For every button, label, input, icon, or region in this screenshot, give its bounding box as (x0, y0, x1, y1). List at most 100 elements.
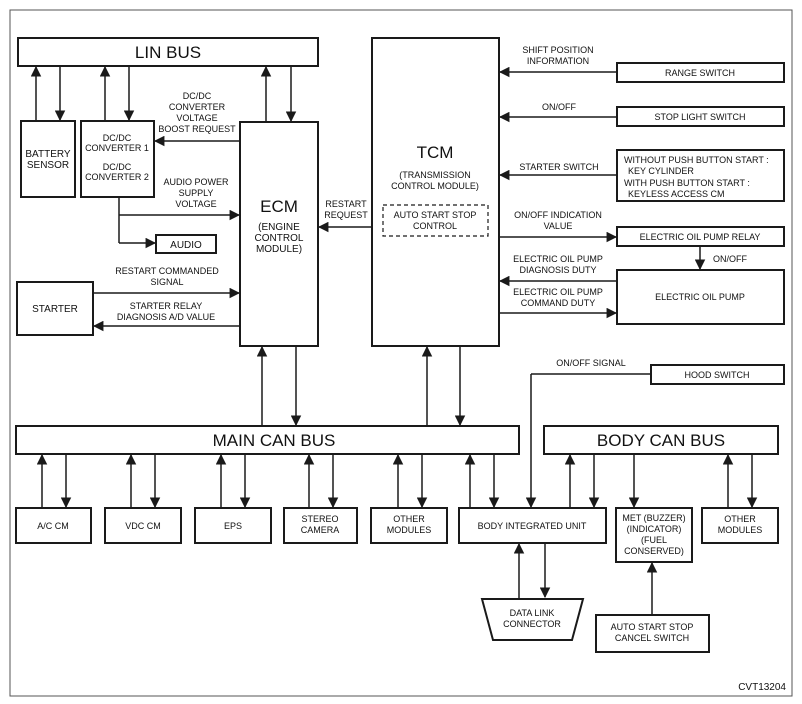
svg-text:BOOST REQUEST: BOOST REQUEST (158, 124, 236, 134)
met-indicator: MET (BUZZER) (INDICATOR) (FUEL CONSERVED… (615, 507, 693, 563)
svg-text:WITH PUSH BUTTON START :: WITH PUSH BUTTON START : (624, 178, 750, 188)
svg-text:CONSERVED): CONSERVED) (624, 546, 684, 556)
svg-text:TCM: TCM (417, 143, 454, 162)
svg-text:CAMERA: CAMERA (301, 525, 340, 535)
svg-text:AUDIO: AUDIO (170, 240, 202, 251)
svg-text:VOLTAGE: VOLTAGE (176, 113, 217, 123)
svg-text:VALUE: VALUE (544, 221, 573, 231)
svg-text:SIGNAL: SIGNAL (150, 277, 183, 287)
svg-text:MAIN CAN BUS: MAIN CAN BUS (213, 431, 336, 450)
svg-text:(ENGINE: (ENGINE (258, 222, 300, 233)
svg-text:EPS: EPS (224, 521, 242, 531)
svg-text:(INDICATOR): (INDICATOR) (627, 524, 682, 534)
body-can-bus: BODY CAN BUS (543, 425, 779, 455)
svg-text:CONTROL: CONTROL (413, 221, 457, 231)
data-link-connector: DATA LINK CONNECTOR (480, 598, 585, 641)
svg-text:CONTROL MODULE): CONTROL MODULE) (391, 181, 479, 191)
svg-text:VDC CM: VDC CM (125, 521, 161, 531)
main-can-links (36, 345, 500, 509)
svg-text:CONVERTER: CONVERTER (169, 102, 226, 112)
svg-text:BATTERY: BATTERY (25, 149, 71, 160)
svg-text:ELECTRIC OIL PUMP: ELECTRIC OIL PUMP (513, 254, 603, 264)
body-integrated-unit: BODY INTEGRATED UNIT (458, 507, 607, 544)
signal-on-off-indication: ON/OFF INDICATION VALUE (514, 210, 602, 231)
svg-text:DC/DC: DC/DC (183, 91, 212, 101)
stereo-camera: STEREO CAMERA (283, 507, 358, 544)
svg-text:BODY INTEGRATED UNIT: BODY INTEGRATED UNIT (478, 521, 587, 531)
signal-starter-switch: STARTER SWITCH (519, 162, 598, 172)
svg-text:RESTART COMMANDED: RESTART COMMANDED (115, 266, 219, 276)
hood-switch: HOOD SWITCH (650, 364, 785, 385)
svg-text:AUTO START STOP: AUTO START STOP (394, 210, 477, 220)
battery-sensor: BATTERY SENSOR (20, 120, 76, 198)
svg-text:DIAGNOSIS DUTY: DIAGNOSIS DUTY (519, 265, 596, 275)
svg-text:SENSOR: SENSOR (27, 160, 69, 171)
svg-text:(TRANSMISSION: (TRANSMISSION (399, 170, 471, 180)
svg-text:RESTART: RESTART (325, 199, 367, 209)
svg-text:WITHOUT PUSH BUTTON START :: WITHOUT PUSH BUTTON START : (624, 155, 769, 165)
starter-switch-source: WITHOUT PUSH BUTTON START : KEY CYLINDER… (616, 149, 785, 202)
tcm-side-links (498, 66, 706, 319)
tcm: TCM (TRANSMISSION CONTROL MODULE) AUTO S… (371, 37, 500, 347)
svg-text:SHIFT POSITION: SHIFT POSITION (522, 45, 593, 55)
auto-start-stop-cancel-switch: AUTO START STOP CANCEL SWITCH (595, 614, 710, 653)
svg-text:CANCEL SWITCH: CANCEL SWITCH (615, 633, 689, 643)
svg-text:DIAGNOSIS A/D VALUE: DIAGNOSIS A/D VALUE (117, 312, 215, 322)
svg-text:ELECTRIC OIL PUMP RELAY: ELECTRIC OIL PUMP RELAY (640, 232, 761, 242)
main-can-bus: MAIN CAN BUS (15, 425, 520, 455)
svg-text:STOP LIGHT SWITCH: STOP LIGHT SWITCH (654, 112, 745, 122)
signal-restart-request: RESTART REQUEST (324, 199, 368, 220)
data-link-connector-links (513, 542, 551, 599)
svg-text:ELECTRIC OIL PUMP: ELECTRIC OIL PUMP (513, 287, 603, 297)
diagram-frame (9, 9, 793, 697)
signal-pump-diagnosis-duty: ELECTRIC OIL PUMP DIAGNOSIS DUTY (513, 254, 603, 275)
svg-text:CONTROL: CONTROL (255, 233, 304, 244)
signal-stop-light-on-off: ON/OFF (542, 102, 576, 112)
range-switch: RANGE SWITCH (616, 62, 785, 83)
svg-text:HOOD SWITCH: HOOD SWITCH (685, 370, 750, 380)
svg-text:A/C CM: A/C CM (37, 521, 69, 531)
signal-dcdc-boost-request: DC/DC CONVERTER VOLTAGE BOOST REQUEST (158, 91, 236, 134)
signal-shift-position: SHIFT POSITION INFORMATION (522, 45, 593, 66)
svg-text:RANGE SWITCH: RANGE SWITCH (665, 68, 735, 78)
other-modules-body: OTHER MODULES (701, 507, 779, 544)
svg-text:SUPPLY: SUPPLY (179, 188, 214, 198)
ecm: ECM (ENGINE CONTROL MODULE) (239, 121, 319, 347)
svg-text:MET (BUZZER): MET (BUZZER) (622, 513, 685, 523)
signal-hood-on-off: ON/OFF SIGNAL (556, 358, 626, 368)
svg-text:BODY CAN BUS: BODY CAN BUS (597, 431, 725, 450)
svg-text:CONNECTOR: CONNECTOR (503, 619, 561, 629)
electric-oil-pump: ELECTRIC OIL PUMP (616, 269, 785, 325)
lin-bus-links (30, 65, 297, 123)
svg-text:ON/OFF INDICATION: ON/OFF INDICATION (514, 210, 602, 220)
svg-text:(FUEL: (FUEL (641, 535, 667, 545)
svg-text:OTHER: OTHER (724, 514, 756, 524)
svg-text:DATA LINK: DATA LINK (510, 608, 555, 618)
svg-text:KEYLESS ACCESS CM: KEYLESS ACCESS CM (628, 189, 725, 199)
svg-text:ELECTRIC OIL PUMP: ELECTRIC OIL PUMP (655, 292, 745, 302)
svg-text:AUTO START STOP: AUTO START STOP (611, 622, 694, 632)
svg-text:DC/DC: DC/DC (103, 133, 132, 143)
svg-text:DC/DC: DC/DC (103, 162, 132, 172)
svg-text:STARTER: STARTER (32, 304, 78, 315)
svg-text:MODULES: MODULES (387, 525, 432, 535)
signal-restart-commanded: RESTART COMMANDED SIGNAL (115, 266, 219, 287)
stop-light-switch: STOP LIGHT SWITCH (616, 106, 785, 127)
figure-code: CVT13204 (738, 682, 786, 693)
svg-text:KEY CYLINDER: KEY CYLINDER (628, 166, 694, 176)
audio: AUDIO (155, 234, 217, 254)
eps: EPS (194, 507, 272, 544)
svg-text:ECM: ECM (260, 197, 298, 216)
svg-text:VOLTAGE: VOLTAGE (175, 199, 216, 209)
other-modules-main: OTHER MODULES (370, 507, 448, 544)
svg-text:CONVERTER 1: CONVERTER 1 (85, 143, 149, 153)
hood-switch-link (525, 373, 651, 509)
signal-relay-to-pump: ON/OFF (713, 254, 747, 264)
body-can-links (564, 453, 758, 509)
ac-cm: A/C CM (15, 507, 92, 544)
electric-oil-pump-relay: ELECTRIC OIL PUMP RELAY (616, 226, 785, 247)
ecm-side-links (92, 135, 372, 332)
signal-audio-power: AUDIO POWER SUPPLY VOLTAGE (163, 177, 229, 209)
svg-text:LIN BUS: LIN BUS (135, 43, 201, 62)
